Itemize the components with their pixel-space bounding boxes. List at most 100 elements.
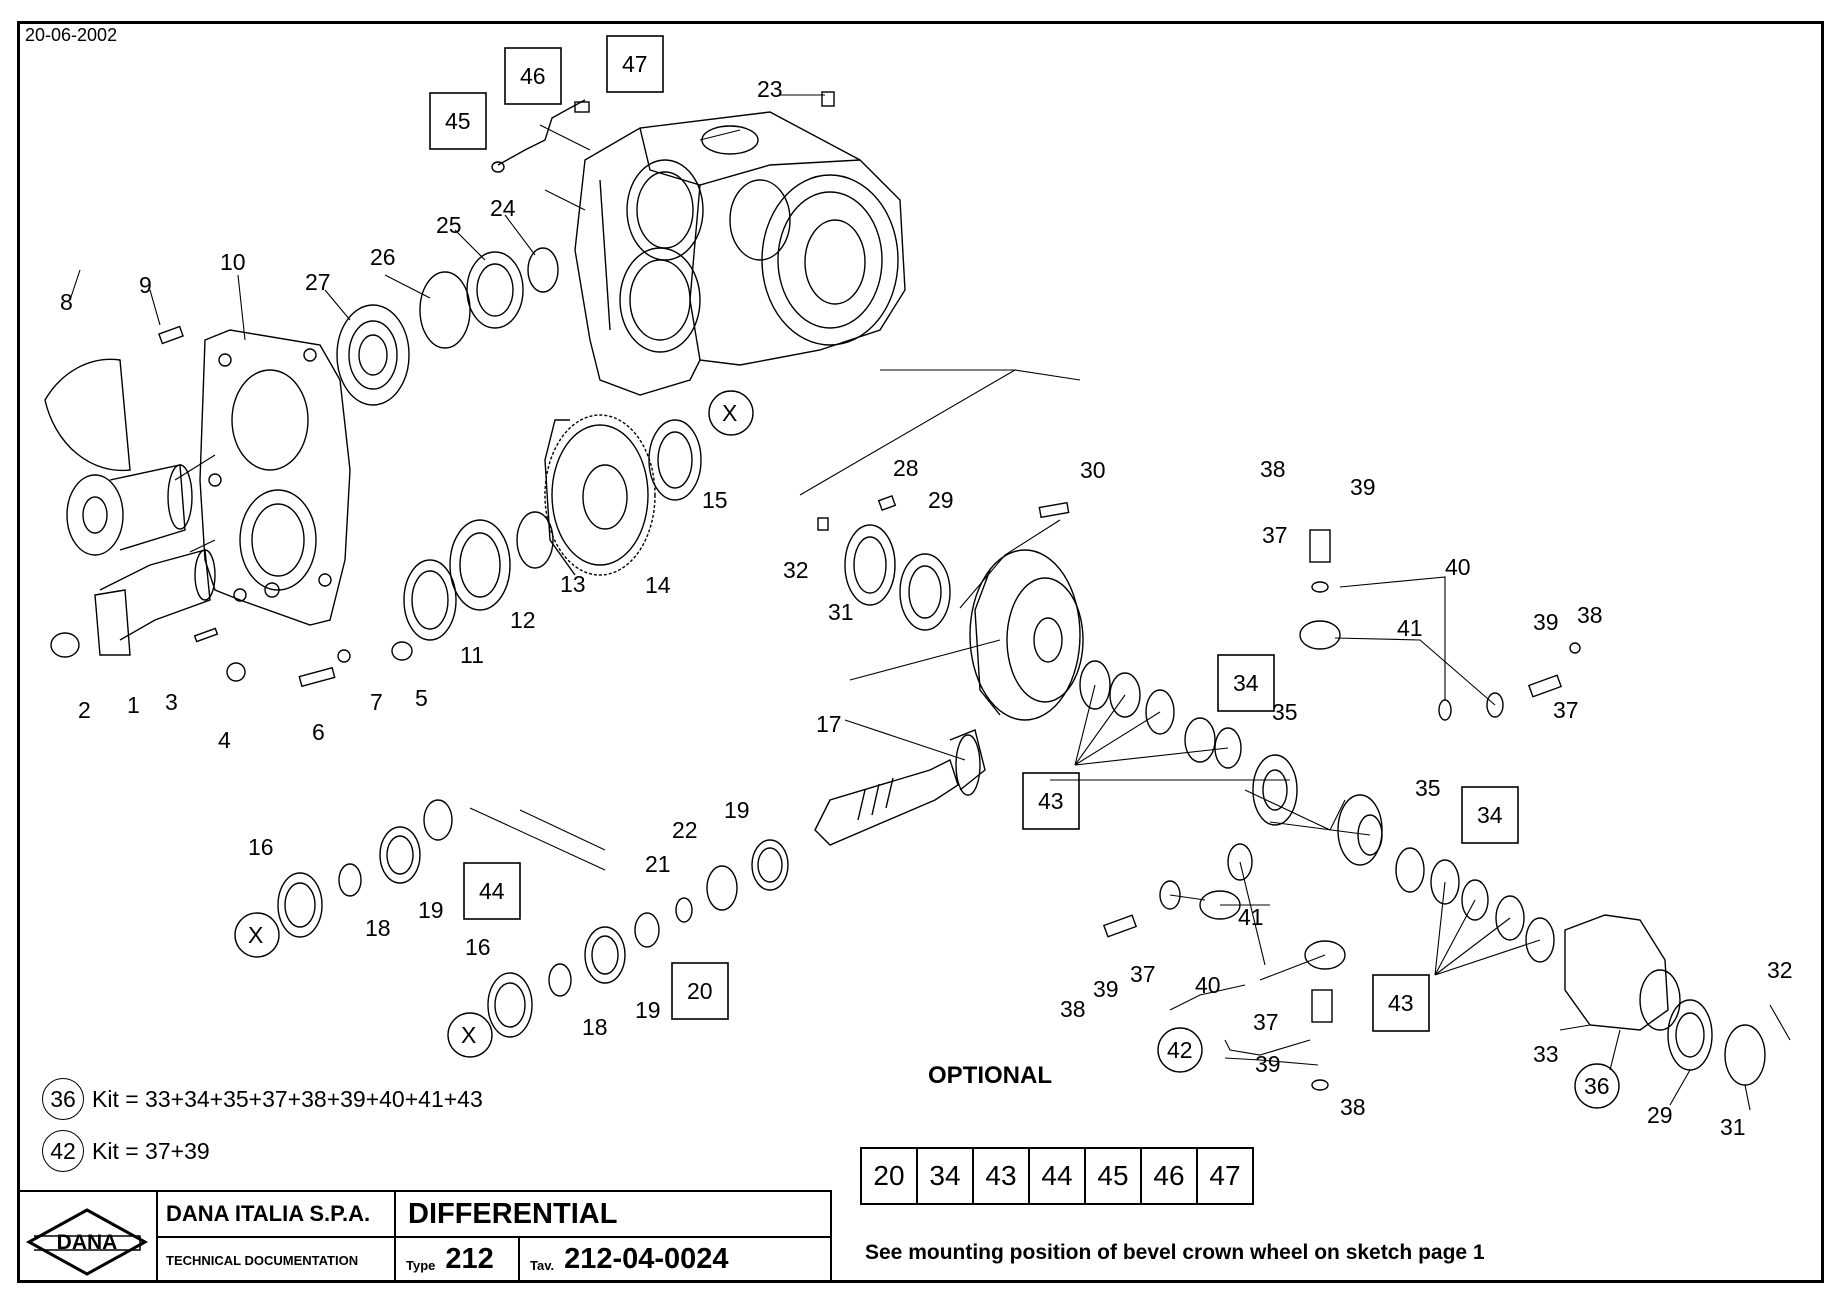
sensor-cable	[497, 99, 586, 166]
callout-14: 14	[645, 572, 671, 598]
boxed-callouts: 20 34 34 43 43 44 45 46 47	[429, 35, 1519, 1032]
callout-33: 33	[1533, 1041, 1559, 1067]
drawing-title: DIFFERENTIAL	[394, 1190, 832, 1238]
callout-35b: 35	[1415, 775, 1441, 801]
plug	[50, 632, 80, 658]
callout-22: 22	[672, 817, 698, 843]
circle-42: 42	[1167, 1037, 1193, 1063]
gear-27	[336, 304, 410, 406]
callout-37b: 37	[1553, 697, 1579, 723]
pinion-shaft	[814, 729, 986, 846]
kit-number: 42	[42, 1130, 84, 1172]
differential-case	[1564, 914, 1766, 1086]
x-marker-1: X	[722, 400, 737, 426]
callout-19b: 19	[635, 997, 661, 1023]
callout-7: 7	[370, 689, 383, 715]
callout-10: 10	[220, 249, 246, 275]
callout-29b: 29	[1647, 1102, 1673, 1128]
tav-field: Tav. 212-04-0024	[518, 1236, 832, 1282]
callout-25: 25	[436, 212, 462, 238]
callout-3: 3	[165, 689, 178, 715]
callout-16b: 16	[465, 934, 491, 960]
callout-13: 13	[560, 571, 586, 597]
optional-parts-row: 20 34 43 44 45 46 47	[860, 1147, 1254, 1205]
kit-number: 36	[42, 1078, 84, 1120]
box-45: 45	[445, 108, 471, 134]
callout-17: 17	[816, 711, 842, 737]
callout-labels: 1 2 3 4 5 6 7 8 9 10 11 12 13 14 15 16 1…	[60, 76, 1793, 1140]
callout-18a: 18	[365, 915, 391, 941]
callout-38a: 38	[1260, 456, 1286, 482]
gearbox-housing	[574, 111, 906, 396]
kit-legend-42: 42 Kit = 37+39	[42, 1130, 210, 1172]
optional-part: 46	[1142, 1149, 1198, 1203]
callout-38d: 38	[1340, 1094, 1366, 1120]
callout-16a: 16	[248, 834, 274, 860]
tech-doc-label: TECHNICAL DOCUMENTATION	[156, 1236, 396, 1282]
dana-logo: DANA	[20, 1190, 158, 1282]
circle-36: 36	[1584, 1073, 1610, 1099]
box-46: 46	[520, 63, 546, 89]
callout-39b: 39	[1533, 609, 1559, 635]
tav-value: 212-04-0024	[564, 1243, 729, 1275]
title-block: DANA DANA ITALIA S.P.A. DIFFERENTIAL TEC…	[20, 1190, 832, 1282]
optional-part: 45	[1086, 1149, 1142, 1203]
callout-37c: 37	[1130, 961, 1156, 987]
optional-part: 47	[1209, 1160, 1241, 1191]
callout-11: 11	[460, 642, 484, 668]
callout-15: 15	[702, 487, 728, 513]
callout-23: 23	[757, 76, 783, 102]
callout-29a: 29	[928, 487, 954, 513]
kit-text: Kit = 37+39	[92, 1137, 210, 1164]
differential-gears	[1079, 660, 1555, 963]
callout-6: 6	[312, 719, 325, 745]
drawing-frame	[17, 21, 1824, 1283]
tav-label: Tav.	[530, 1258, 555, 1273]
box-43a: 43	[1038, 788, 1064, 814]
output-flange	[66, 464, 216, 656]
cover-plate	[199, 329, 351, 626]
callout-31b: 31	[1720, 1114, 1746, 1140]
x-markers: X X X	[234, 390, 754, 1058]
callout-41a: 41	[1397, 615, 1423, 641]
callout-40b: 40	[1195, 972, 1221, 998]
callout-35a: 35	[1272, 699, 1298, 725]
callout-18b: 18	[582, 1014, 608, 1040]
box-47: 47	[622, 51, 648, 77]
callout-8: 8	[60, 289, 73, 315]
callout-2: 2	[78, 697, 91, 723]
callout-19c: 19	[724, 797, 750, 823]
optional-part: 20	[862, 1149, 918, 1203]
crown-wheel	[969, 549, 1084, 721]
callout-38b: 38	[1577, 602, 1603, 628]
kit-legend-36: 36 Kit = 33+34+35+37+38+39+40+41+43	[42, 1078, 483, 1120]
callout-31a: 31	[828, 599, 854, 625]
callout-37a: 37	[1262, 522, 1288, 548]
callout-27: 27	[305, 269, 331, 295]
type-label: Type	[406, 1258, 436, 1273]
callout-4: 4	[218, 727, 231, 753]
box-43b: 43	[1388, 990, 1414, 1016]
circled-callouts: 36 42	[1157, 1027, 1620, 1109]
x-marker-3: X	[461, 1022, 476, 1048]
callout-5: 5	[415, 685, 428, 711]
callout-32a: 32	[783, 557, 809, 583]
callout-21: 21	[645, 851, 671, 877]
callout-24: 24	[490, 195, 516, 221]
callout-41b: 41	[1238, 904, 1264, 930]
company-name: DANA ITALIA S.P.A.	[156, 1190, 396, 1238]
mounting-note: See mounting position of bevel crown whe…	[865, 1241, 1485, 1264]
callout-26: 26	[370, 244, 396, 270]
kit-text: Kit = 33+34+35+37+38+39+40+41+43	[92, 1085, 483, 1112]
callout-1: 1	[127, 692, 140, 718]
callout-32b: 32	[1767, 957, 1793, 983]
callout-30: 30	[1080, 457, 1106, 483]
callout-37d: 37	[1253, 1009, 1279, 1035]
callout-39a: 39	[1350, 474, 1376, 500]
box-20: 20	[687, 978, 713, 1004]
callout-9: 9	[139, 272, 152, 298]
box-34b: 34	[1477, 802, 1503, 828]
type-field: Type 212	[394, 1236, 520, 1282]
leader-lines	[69, 94, 1791, 1111]
